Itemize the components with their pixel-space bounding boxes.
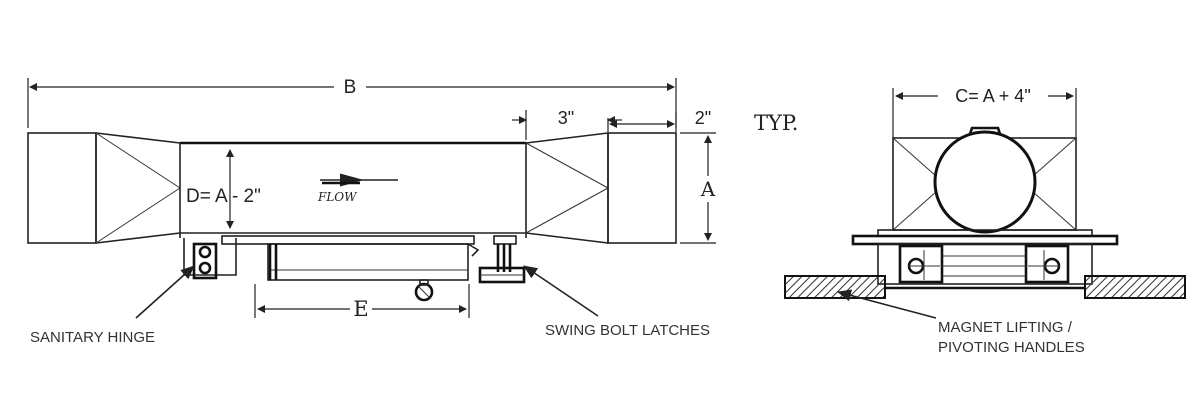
door-knob bbox=[414, 282, 434, 302]
e-dimension-label: E bbox=[353, 297, 368, 321]
a-dimension bbox=[680, 132, 716, 244]
sanitary-hinge bbox=[183, 238, 237, 280]
right-support-block bbox=[1024, 244, 1070, 284]
collar-length-dimension bbox=[609, 112, 677, 132]
right-transition bbox=[525, 132, 609, 244]
filter-cartridge bbox=[933, 126, 1037, 234]
magnet-leader bbox=[837, 289, 937, 319]
d-dimension-label: D= A - 2" bbox=[186, 186, 261, 207]
typ-label: TYP. bbox=[754, 111, 798, 135]
left-transition bbox=[95, 132, 181, 244]
a-dimension-label: A bbox=[700, 177, 716, 201]
c-dimension-label: C= A + 4" bbox=[955, 86, 1030, 106]
magnet-callout-line1: MAGNET LIFTING / bbox=[938, 319, 1073, 336]
three-inch-label: 3" bbox=[558, 108, 574, 128]
flow-arrow bbox=[320, 173, 398, 187]
end-view bbox=[784, 88, 1186, 319]
b-dimension-label: B bbox=[344, 77, 357, 98]
left-support-block bbox=[898, 244, 944, 284]
flow-label: FLOW bbox=[317, 190, 358, 204]
e-dimension bbox=[254, 284, 470, 318]
housing-body bbox=[179, 141, 527, 238]
latches-callout: SWING BOLT LATCHES bbox=[545, 322, 710, 339]
magnet-callout-line2: PIVOTING HANDLES bbox=[938, 339, 1085, 356]
access-door-assembly bbox=[221, 235, 480, 302]
swing-bolt-latch bbox=[478, 235, 526, 284]
hinge-callout: SANITARY HINGE bbox=[30, 329, 155, 346]
hinge-leader bbox=[135, 265, 195, 319]
c-dimension bbox=[892, 88, 1077, 140]
magnet-handles bbox=[784, 275, 1186, 299]
latch-leader bbox=[523, 265, 599, 317]
left-duct-collar bbox=[27, 132, 97, 244]
two-inch-label: 2" bbox=[695, 108, 711, 128]
side-view bbox=[27, 78, 716, 319]
right-duct-collar bbox=[607, 132, 677, 244]
